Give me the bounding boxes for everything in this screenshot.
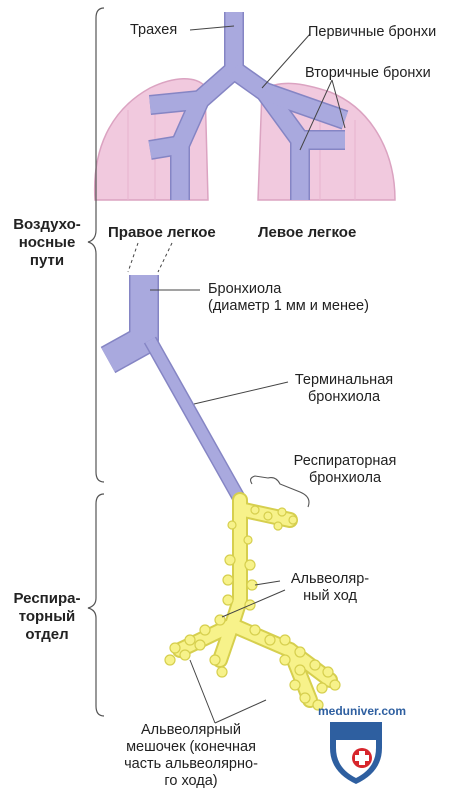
shield-cross-icon xyxy=(330,722,382,784)
alveolar-duct-label: Альвеоляр- ный ход xyxy=(280,571,380,605)
terminal-label-line: бронхиола xyxy=(307,389,381,405)
watermark: meduniver.com xyxy=(318,704,407,718)
respiratory-bronchiole-brace xyxy=(250,475,310,508)
respiratory-label-line: торный xyxy=(18,608,76,625)
right-lung-label: Правое легкое xyxy=(108,224,216,241)
alveolar-sac-label-line: го хода) xyxy=(164,773,218,789)
bronchiole-label-line: (диаметр 1 мм и менее) xyxy=(208,298,369,314)
alveoli xyxy=(164,505,341,711)
airways-label-line: носные xyxy=(18,234,76,251)
terminal-bronchiole-label: Терминальная бронхиола xyxy=(284,372,404,406)
continuation-dashes xyxy=(127,242,173,273)
bronchiole-label-line: Бронхиола xyxy=(208,281,282,297)
respiratory-bronchiole-label-line: бронхиола xyxy=(308,470,382,486)
alveolar-sac-label-line: часть альвеолярно- xyxy=(124,756,258,772)
airways-section-label: Воздухо- носные пути xyxy=(0,216,94,270)
alveolar-sac-label-line: мешочек (конечная xyxy=(126,739,256,755)
respiratory-section-label: Респира- торный отдел xyxy=(0,590,94,644)
alveolar-sac-label-line: Альвеолярный xyxy=(141,722,241,738)
terminal-label-line: Терминальная xyxy=(294,372,394,388)
alveolar-duct-label-line: ный ход xyxy=(303,588,357,604)
alveolar-sac-label: Альвеолярный мешочек (конечная часть аль… xyxy=(106,722,276,790)
airways-label-line: Воздухо- xyxy=(13,216,81,233)
respiratory-label-line: отдел xyxy=(25,626,69,643)
secondary-bronchi-label: Вторичные бронхи xyxy=(305,65,431,81)
trachea-label: Трахея xyxy=(130,22,178,38)
bronchiole-label: Бронхиола (диаметр 1 мм и менее) xyxy=(208,281,369,315)
airways-label-line: пути xyxy=(29,252,65,269)
respiratory-label-line: Респира- xyxy=(13,590,81,607)
alveolar-duct-label-line: Альвеоляр- xyxy=(290,571,370,587)
respiratory-bronchiole-label-line: Респираторная xyxy=(293,453,397,469)
primary-bronchi-label: Первичные бронхи xyxy=(308,24,437,40)
bronchiole-tube xyxy=(100,275,247,504)
leader-lines xyxy=(150,25,346,724)
left-lung-label: Левое легкое xyxy=(258,224,357,241)
respiratory-bronchiole-label: Респираторная бронхиола xyxy=(280,453,410,487)
upper-airway-tree xyxy=(148,12,349,200)
section-braces xyxy=(87,7,105,717)
